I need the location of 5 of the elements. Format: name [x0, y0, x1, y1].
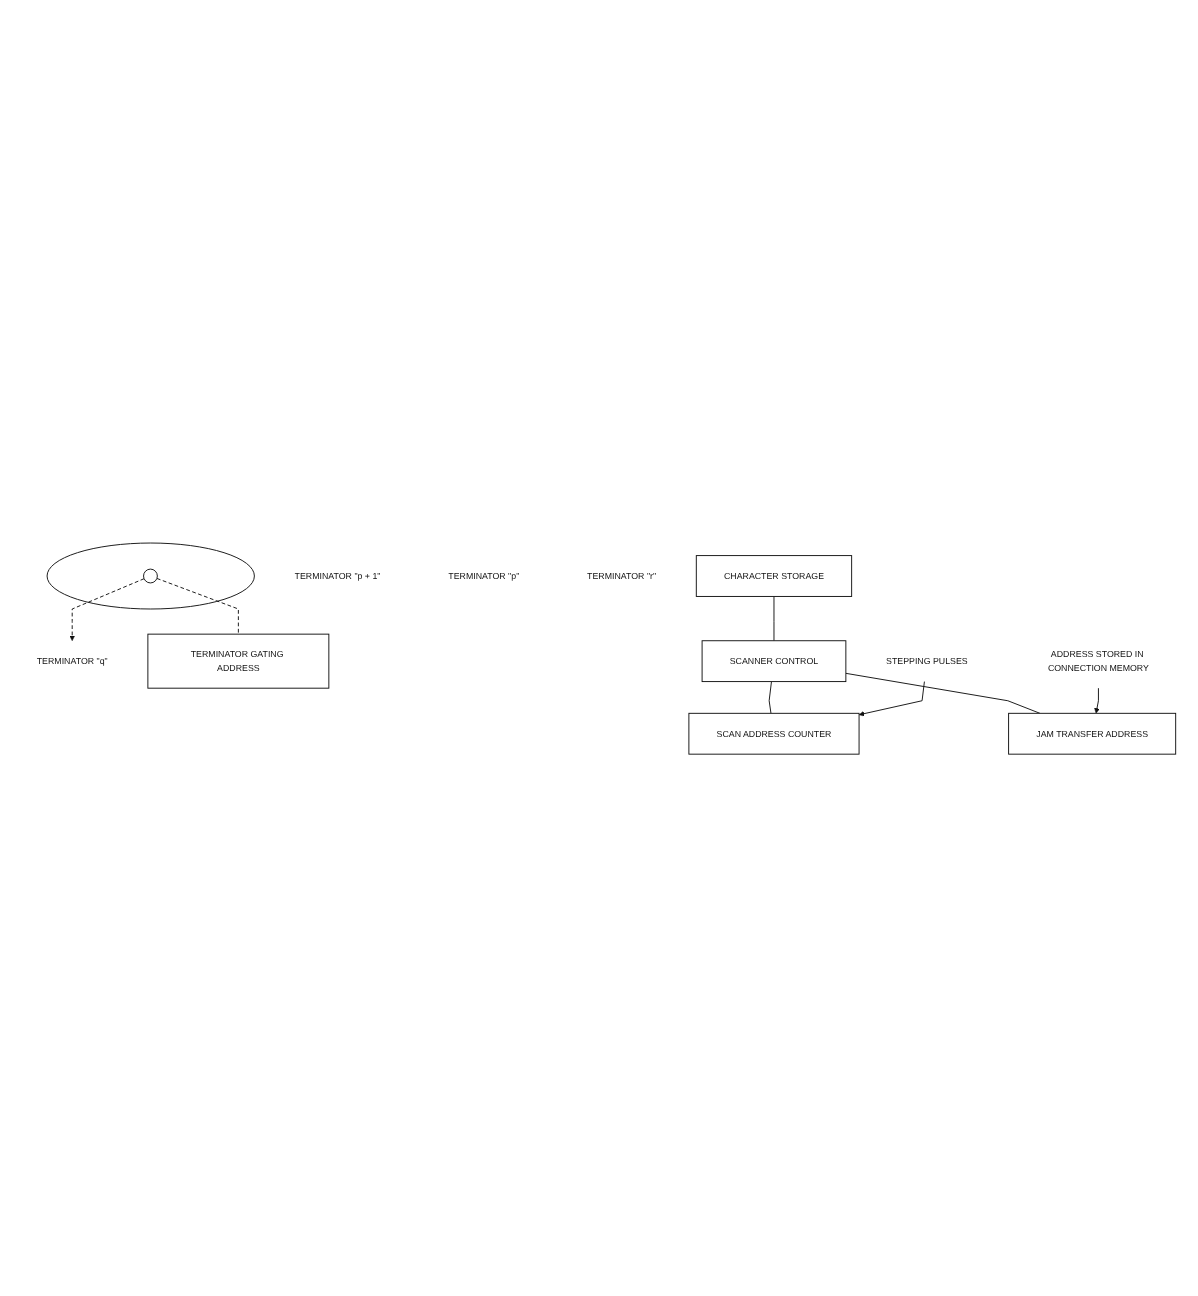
node-circle [143, 568, 158, 583]
connector [156, 577, 239, 634]
cluster [46, 541, 255, 609]
connector [773, 595, 775, 641]
connector [768, 680, 772, 714]
